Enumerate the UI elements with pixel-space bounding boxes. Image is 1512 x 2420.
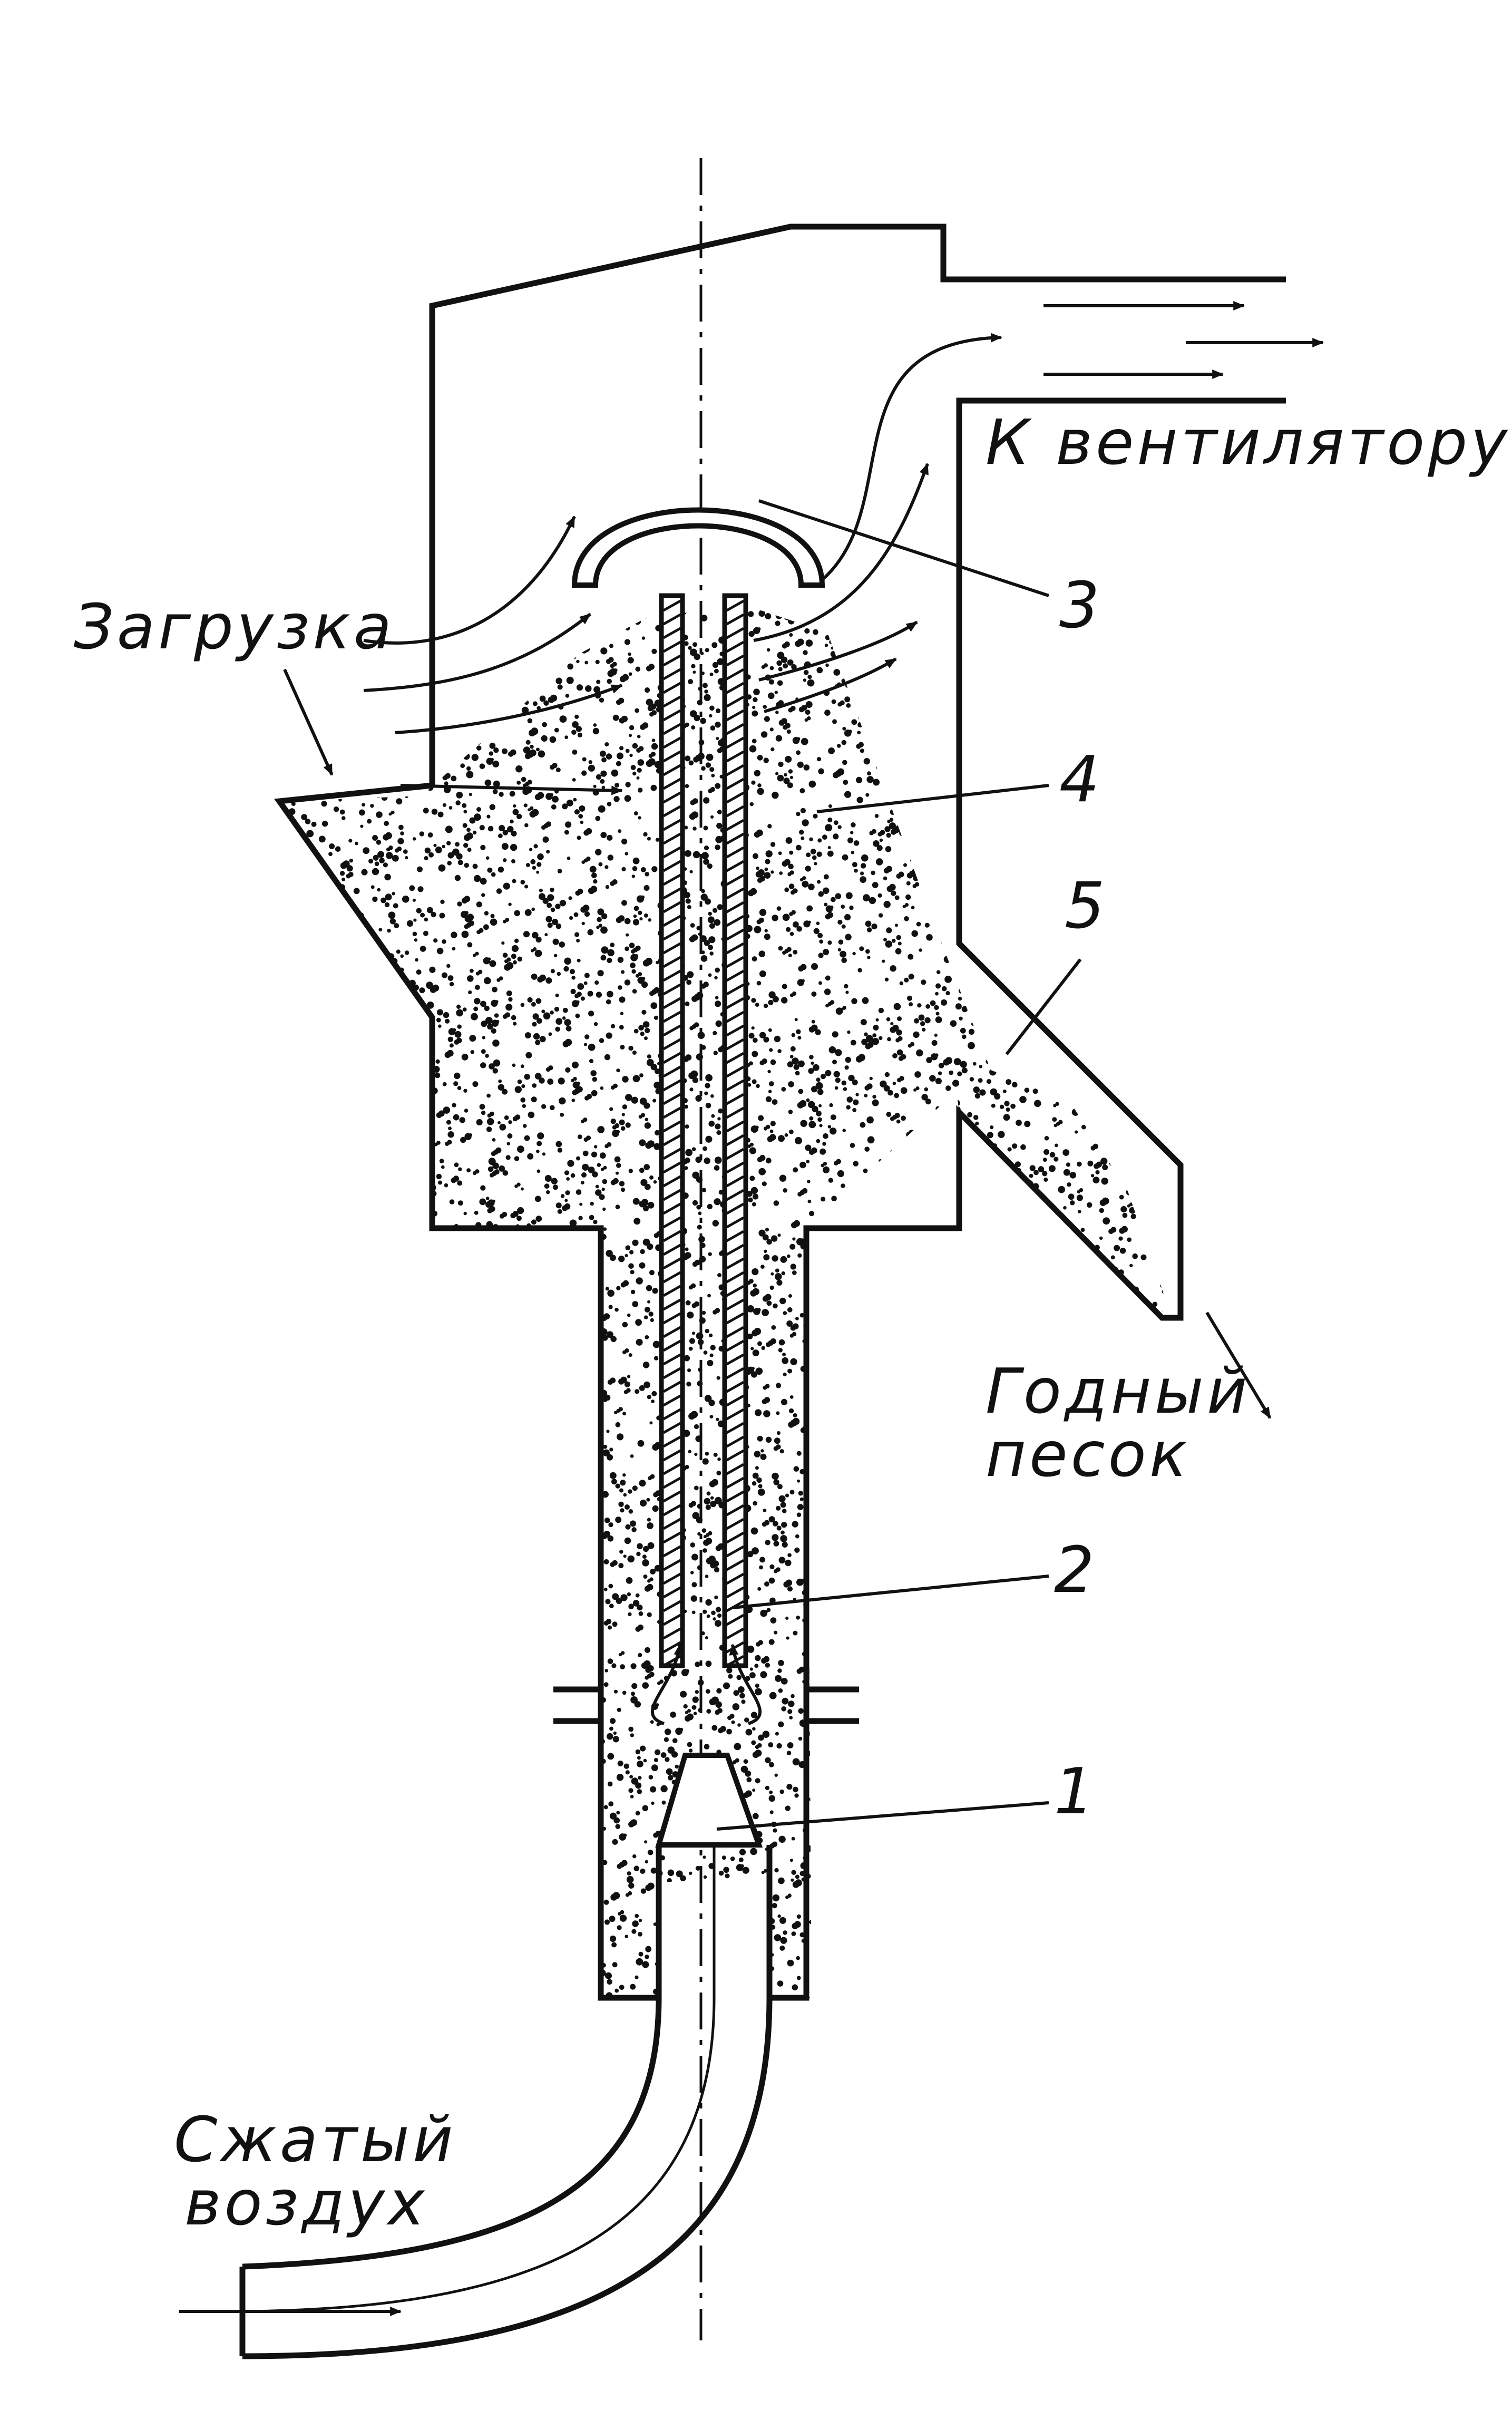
callout-5: 5 [1065,870,1105,943]
good-sand-label-line1: Годный [986,1355,1251,1427]
leader-3 [758,499,1049,597]
leader-lines [716,499,1082,1831]
ejection-tube [659,593,748,1668]
leader-2 [732,1575,1049,1609]
inner-up-arrow-left [650,1644,684,1725]
good-sand-label-line2: песок [986,1418,1190,1491]
callout-1: 1 [1054,1755,1094,1829]
leader-1 [716,1801,1049,1831]
callout-4: 4 [1059,743,1099,817]
loading-label: Загрузка [74,590,395,663]
air-inflow-arrow-2 [363,613,591,692]
dust-outflow-arrow-1 [821,333,1002,581]
dust-outflow-arrow-3 [758,620,918,682]
flow-arrows [179,301,1324,2316]
compressed-air-label-line1: Сжатый [174,2103,456,2176]
air-inflow-arrow-3 [395,684,623,734]
air-inflow-arrow-4 [400,784,623,795]
leader-5 [1005,958,1082,1055]
reflector-cap [571,507,825,588]
air-pipe-centreline [242,1845,716,2313]
loading-arrow [283,668,334,776]
air-inflow-arrow-1 [363,516,576,645]
dust-outflow-arrow-4 [764,657,897,713]
inner-up-arrow-right [729,1644,762,1725]
callout-3: 3 [1059,569,1099,643]
callout-2: 2 [1054,1534,1094,1607]
housing-outline [274,223,1286,2001]
fan-outlet-duct [943,276,1286,404]
air-nozzle [655,1753,763,1848]
compressed-air-label-line2: воздух [184,2166,428,2239]
dust-outflow-arrow-2 [753,463,929,642]
to-fan-label: К вентилятору [986,406,1510,479]
good-sand-arrow [1205,1311,1272,1419]
leader-4 [816,784,1049,813]
column-flanges [553,1686,859,1724]
